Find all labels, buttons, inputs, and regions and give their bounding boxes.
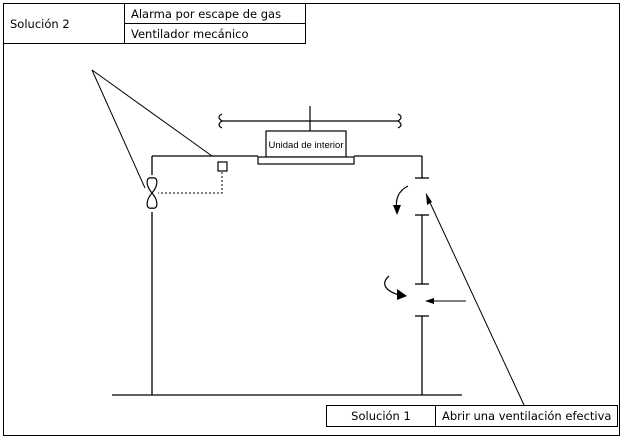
diagram-frame <box>3 3 620 436</box>
mechanical-fan-item: Ventilador mecánico <box>124 23 306 44</box>
gas-alarm-sensor-icon <box>217 161 228 172</box>
airflow-arrow-head-upper <box>393 205 401 215</box>
solution-1-arrow-head-lower <box>425 298 434 304</box>
solution-1-leaders <box>425 193 525 406</box>
solution-1-table: Solución 1 Abrir una ventilación efectiv… <box>326 405 619 427</box>
alarm-wiring <box>158 172 223 194</box>
solution-2-table: Solución 2 Alarma por escape de gas Vent… <box>3 3 306 44</box>
piping-bracket <box>218 106 402 131</box>
effective-ventilation-item: Abrir una ventilación efectiva <box>434 405 619 427</box>
indoor-unit: Unidad de interior <box>257 130 355 165</box>
room-walls <box>112 155 462 396</box>
mechanical-fan-icon <box>146 177 158 209</box>
airflow-arrow-head-lower <box>397 289 407 300</box>
solution-1-arrow-head <box>426 193 432 205</box>
solution-1-label: Solución 1 <box>326 405 436 427</box>
gas-alarm-item: Alarma por escape de gas <box>124 3 306 24</box>
solution-2-label: Solución 2 <box>3 3 125 44</box>
indoor-unit-label: Unidad de interior <box>269 140 344 151</box>
airflow-arrows <box>384 185 409 296</box>
solution-2-leaders <box>91 69 213 189</box>
